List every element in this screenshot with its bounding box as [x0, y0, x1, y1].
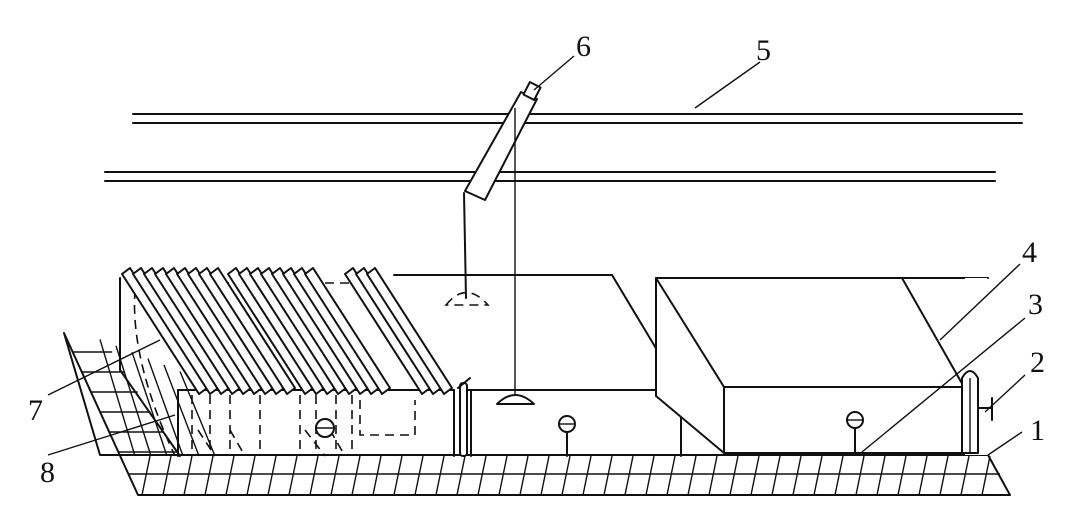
label-7: 7 [28, 394, 43, 427]
overhead-rails [104, 113, 1023, 182]
right-box [655, 277, 1000, 455]
label-4: 4 [1022, 236, 1037, 269]
ground-grid [63, 332, 1011, 496]
label-1: 1 [1030, 414, 1045, 447]
label-6: 6 [576, 30, 591, 63]
label-5: 5 [756, 34, 771, 67]
label-2: 2 [1030, 346, 1045, 379]
leader-lines [47, 55, 1026, 456]
trolley-beam [444, 81, 542, 405]
label-8: 8 [40, 456, 55, 489]
middle-bay [393, 274, 682, 457]
left-bay [119, 267, 455, 457]
label-3: 3 [1028, 288, 1043, 321]
